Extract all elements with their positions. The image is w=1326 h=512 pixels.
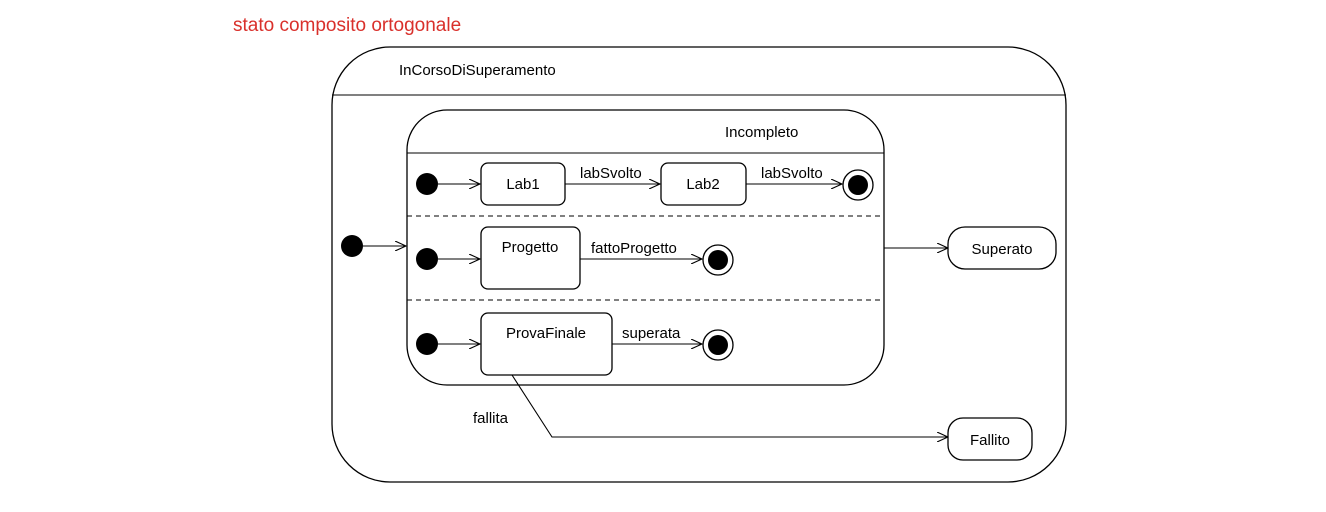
state-label: Fallito bbox=[970, 432, 1010, 449]
region-labs: Lab1 labSvolto Lab2 labSvolto bbox=[416, 162, 874, 206]
transition-label: fattoProgetto bbox=[591, 240, 677, 257]
state-label: ProvaFinale bbox=[506, 325, 586, 342]
state-superato[interactable]: Superato bbox=[947, 226, 1057, 270]
diagram-title: stato composito ortogonale bbox=[233, 15, 461, 36]
state-lab1[interactable]: Lab1 bbox=[480, 162, 566, 206]
final-state-icon bbox=[842, 169, 874, 201]
state-lab2[interactable]: Lab2 bbox=[660, 162, 747, 206]
region-project: Progetto fattoProgetto bbox=[416, 226, 734, 290]
final-state-icon bbox=[702, 329, 734, 361]
state-progetto[interactable]: Progetto bbox=[480, 226, 581, 290]
region-final-exam: ProvaFinale superata bbox=[416, 312, 734, 376]
state-label: Superato bbox=[972, 241, 1033, 258]
state-label: Lab2 bbox=[686, 176, 719, 193]
initial-pseudostate-icon bbox=[416, 248, 438, 270]
state-fallito[interactable]: Fallito bbox=[947, 417, 1033, 461]
initial-pseudostate-icon bbox=[416, 333, 438, 355]
outer-state-name: InCorsoDiSuperamento bbox=[399, 62, 556, 79]
state-label: Lab1 bbox=[506, 176, 539, 193]
composite-state-name: Incompleto bbox=[725, 124, 798, 141]
state-label: Progetto bbox=[502, 239, 559, 256]
initial-pseudostate-icon bbox=[416, 173, 438, 195]
final-state-icon bbox=[702, 244, 734, 276]
transition-label: superata bbox=[622, 325, 681, 342]
initial-pseudostate-icon bbox=[341, 235, 363, 257]
transition-label: fallita bbox=[473, 410, 509, 427]
transition-label: labSvolto bbox=[761, 165, 823, 182]
transition-label: labSvolto bbox=[580, 165, 642, 182]
state-provafinale[interactable]: ProvaFinale bbox=[480, 312, 613, 376]
